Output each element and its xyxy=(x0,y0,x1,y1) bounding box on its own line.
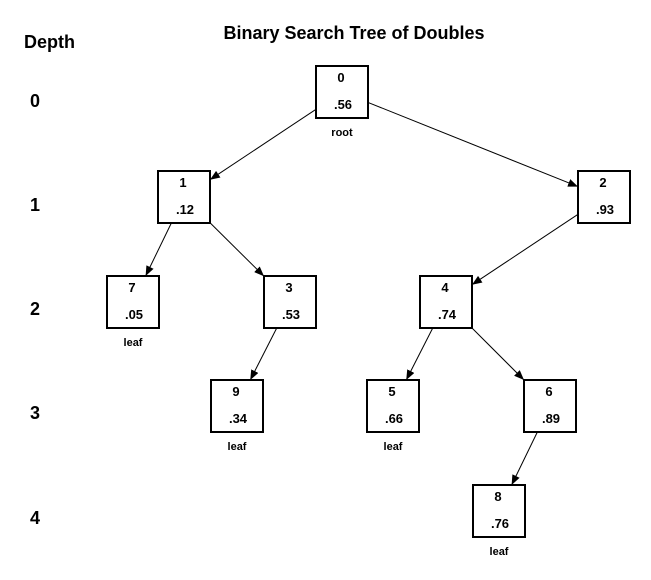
node-box xyxy=(523,379,577,433)
node-box xyxy=(366,379,420,433)
depth-label-2: 2 xyxy=(30,299,40,319)
node-tag-root: root xyxy=(331,127,353,139)
node-value: .05 xyxy=(125,307,143,322)
node-tag-leaf: leaf xyxy=(124,337,143,349)
tree-node-4: 4.74 xyxy=(419,275,473,329)
edge-1-3 xyxy=(209,222,265,277)
node-id: 5 xyxy=(388,384,395,399)
edge-1-7 xyxy=(145,222,172,277)
node-id: 9 xyxy=(232,384,239,399)
node-box xyxy=(263,275,317,329)
node-id: 0 xyxy=(337,70,344,85)
node-tag-leaf: leaf xyxy=(228,441,247,453)
node-tag-leaf: leaf xyxy=(384,441,403,453)
tree-node-6: 6.89 xyxy=(523,379,577,433)
tree-node-7: 7 .05 leaf xyxy=(106,275,160,349)
node-box xyxy=(210,379,264,433)
node-value: .89 xyxy=(542,411,560,426)
node-id: 4 xyxy=(441,280,449,295)
node-box xyxy=(157,170,211,224)
tree-node-9: 9 .34 leaf xyxy=(210,379,264,453)
depth-label-4: 4 xyxy=(30,508,40,528)
node-id: 3 xyxy=(285,280,292,295)
node-id: 8 xyxy=(494,489,501,504)
tree-nodes: 0.56root1.122.937.05leaf3.534.749.34leaf… xyxy=(106,65,631,558)
node-id: 1 xyxy=(179,175,186,190)
depth-column-header: Depth xyxy=(24,32,75,52)
edge-6-8 xyxy=(511,431,538,486)
depth-label-1: 1 xyxy=(30,195,40,215)
edge-4-6 xyxy=(471,327,525,381)
node-box xyxy=(315,65,369,119)
node-value: .93 xyxy=(596,202,614,217)
tree-node-2: 2.93 xyxy=(577,170,631,224)
node-value: .74 xyxy=(438,307,457,322)
node-box xyxy=(577,170,631,224)
edge-3-9 xyxy=(249,327,278,381)
edge-0-1 xyxy=(209,108,317,181)
edge-4-5 xyxy=(405,327,434,381)
node-value: .12 xyxy=(176,202,194,217)
node-box xyxy=(472,484,526,538)
tree-node-5: 5 .66 leaf xyxy=(366,379,420,453)
node-tag-leaf: leaf xyxy=(490,546,509,558)
node-box xyxy=(419,275,473,329)
node-id: 2 xyxy=(599,175,606,190)
depth-label-3: 3 xyxy=(30,403,40,423)
node-id: 7 xyxy=(128,280,135,295)
node-box xyxy=(106,275,160,329)
node-value: .76 xyxy=(491,516,509,531)
node-id: 6 xyxy=(545,384,552,399)
edge-0-2 xyxy=(367,101,579,188)
depth-labels: 0 1 2 3 4 xyxy=(30,91,40,528)
edge-2-4 xyxy=(471,213,579,286)
tree-node-1: 1.12 xyxy=(157,170,211,224)
tree-node-3: 3.53 xyxy=(263,275,317,329)
tree-edges xyxy=(145,101,579,486)
diagram-title: Binary Search Tree of Doubles xyxy=(223,23,484,43)
tree-node-8: 8 .76 leaf xyxy=(472,484,526,558)
depth-label-0: 0 xyxy=(30,91,40,111)
node-value: .66 xyxy=(385,411,403,426)
node-value: .34 xyxy=(229,411,248,426)
node-value: .56 xyxy=(334,97,352,112)
tree-node-0: 0 .56 root xyxy=(315,65,369,139)
node-value: .53 xyxy=(282,307,300,322)
